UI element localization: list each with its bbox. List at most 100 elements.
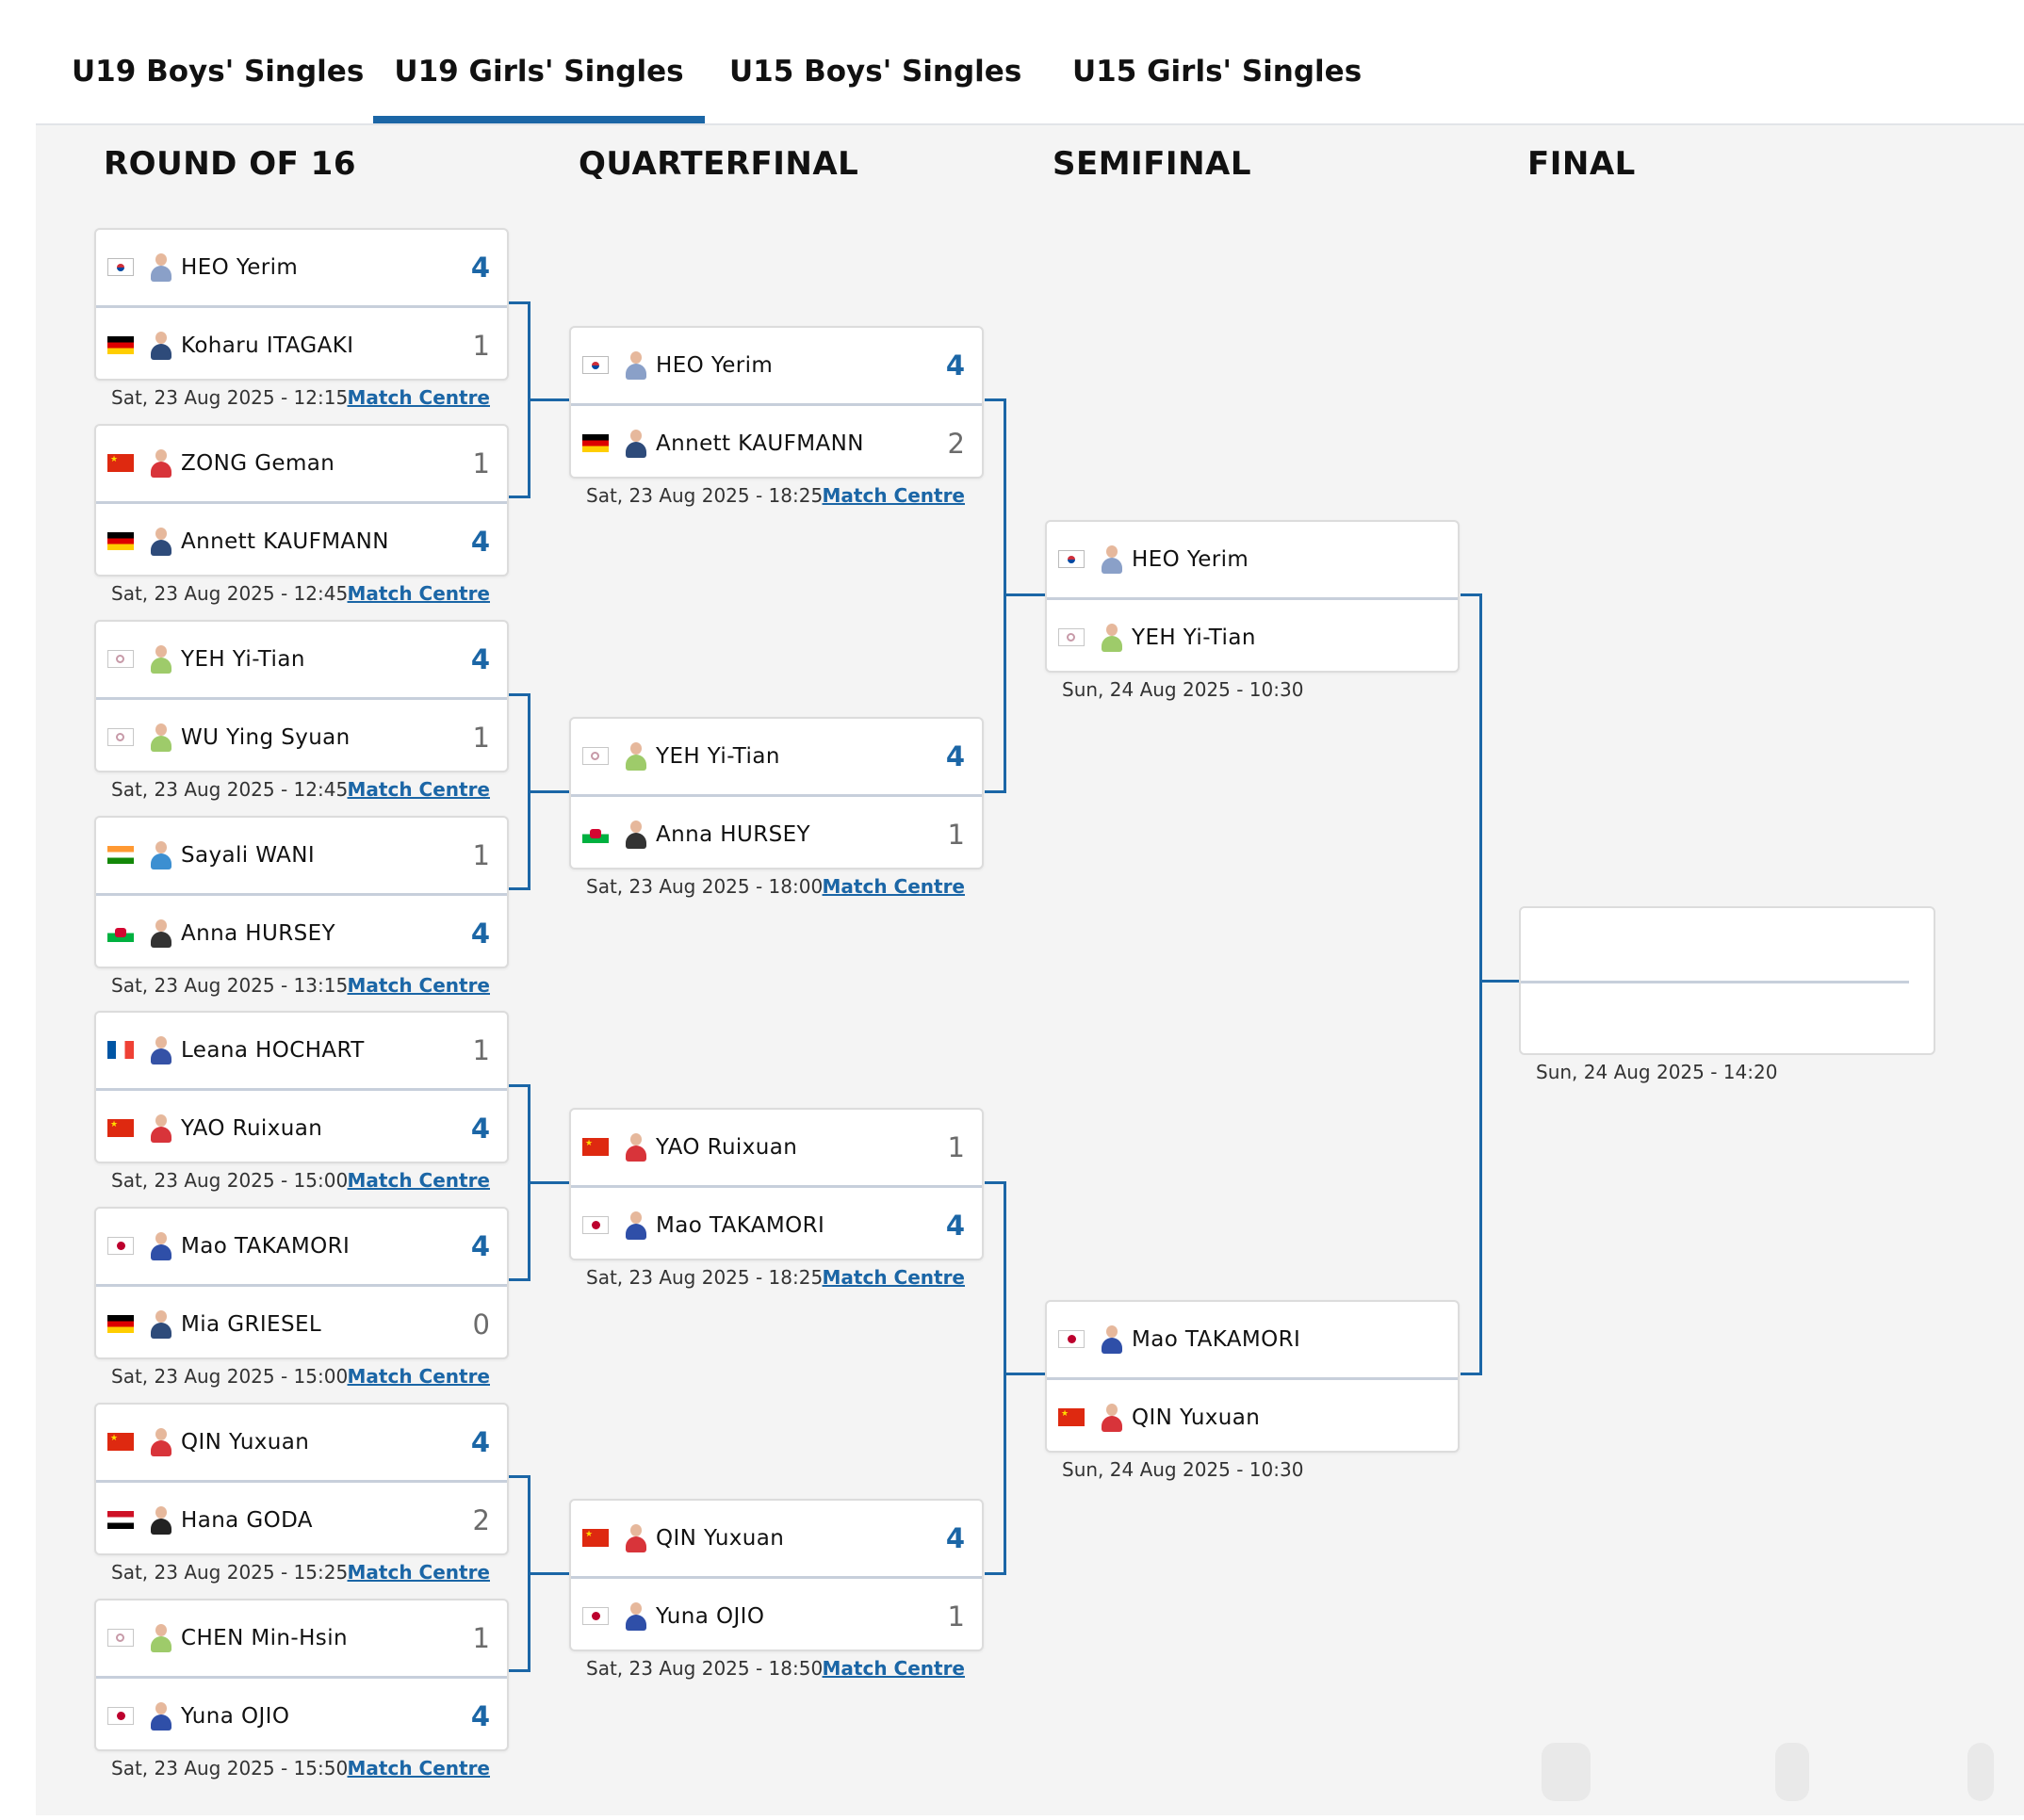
china-flag	[107, 1431, 134, 1451]
avatar-body	[151, 1323, 171, 1339]
avatar-head	[155, 841, 167, 853]
player-row[interactable]: HEO Yerim	[1047, 522, 1458, 597]
wales-flag	[582, 825, 609, 843]
match-centre-link[interactable]: Match Centre	[347, 1365, 490, 1388]
avatar-body	[626, 1146, 646, 1162]
tab-u15-girls-singles[interactable]: U15 Girls' Singles	[1072, 55, 1363, 89]
avatar-head	[155, 723, 167, 736]
japan-flag	[107, 1707, 134, 1725]
player-avatar	[149, 918, 173, 949]
floating-control[interactable]	[1775, 1743, 1809, 1801]
match-centre-link[interactable]: Match Centre	[347, 386, 490, 409]
player-avatar	[149, 1623, 173, 1653]
match-centre-link[interactable]: Match Centre	[822, 875, 965, 898]
avatar-head	[630, 351, 642, 364]
avatar-head	[630, 821, 642, 833]
semifinal-match-card[interactable]: Mao TAKAMORIQIN Yuxuan	[1045, 1300, 1460, 1453]
player-name: Leana HOCHART	[181, 1038, 365, 1063]
match-centre-link[interactable]: Match Centre	[822, 1657, 965, 1680]
player-row[interactable]: Sayali WANI 1	[96, 818, 507, 893]
match-meta: Sun, 24 Aug 2025 - 10:30	[1045, 678, 1441, 707]
player-avatar	[149, 448, 173, 479]
avatar-head	[630, 742, 642, 755]
match-centre-link[interactable]: Match Centre	[347, 1561, 490, 1584]
player-row[interactable]: QIN Yuxuan	[1047, 1377, 1458, 1455]
match-time: Sat, 23 Aug 2025 - 15:00	[111, 1169, 349, 1192]
floating-control[interactable]	[1542, 1743, 1591, 1801]
match-centre-link[interactable]: Match Centre	[822, 1266, 965, 1289]
player-avatar	[624, 820, 648, 850]
germany-flag	[107, 1315, 134, 1333]
match-time: Sat, 23 Aug 2025 - 18:25	[586, 484, 824, 507]
floating-control[interactable]	[1967, 1743, 1994, 1801]
player-name: YAO Ruixuan	[181, 1116, 323, 1141]
tab-u19-boys-singles[interactable]: U19 Boys' Singles	[72, 55, 365, 89]
avatar-body	[151, 1127, 171, 1143]
player-avatar	[149, 1427, 173, 1457]
tab-u19-girls-singles[interactable]: U19 Girls' Singles	[373, 55, 705, 123]
match-centre-link[interactable]: Match Centre	[347, 582, 490, 605]
match-centre-link[interactable]: Match Centre	[347, 974, 490, 997]
bracket-connector	[985, 1181, 1006, 1575]
bracket-connector	[1006, 593, 1045, 596]
avatar-body	[626, 364, 646, 380]
player-row[interactable]: Mao TAKAMORI	[1047, 1302, 1458, 1377]
germany-flag	[582, 434, 609, 452]
match-centre-link[interactable]: Match Centre	[822, 484, 965, 507]
player-avatar	[1100, 623, 1124, 653]
avatar-body	[1102, 558, 1122, 574]
match-time: Sat, 23 Aug 2025 - 18:50	[586, 1657, 824, 1680]
final-match-card[interactable]	[1519, 906, 1935, 1055]
player-name: Sayali WANI	[181, 843, 316, 868]
match-centre-link[interactable]: Match Centre	[347, 778, 490, 801]
final-match-meta: Sun, 24 Aug 2025 - 14:20	[1519, 1061, 1915, 1089]
tab-u15-boys-singles[interactable]: U15 Boys' Singles	[729, 55, 1022, 89]
player-name: Annett KAUFMANN	[181, 529, 389, 554]
match-centre-link[interactable]: Match Centre	[347, 1757, 490, 1779]
player-score: 1	[472, 839, 490, 871]
player-score: 4	[945, 1210, 965, 1242]
match-centre-link[interactable]: Match Centre	[347, 1169, 490, 1192]
player-row[interactable]: YEH Yi-Tian	[1047, 597, 1458, 675]
player-avatar	[149, 331, 173, 361]
